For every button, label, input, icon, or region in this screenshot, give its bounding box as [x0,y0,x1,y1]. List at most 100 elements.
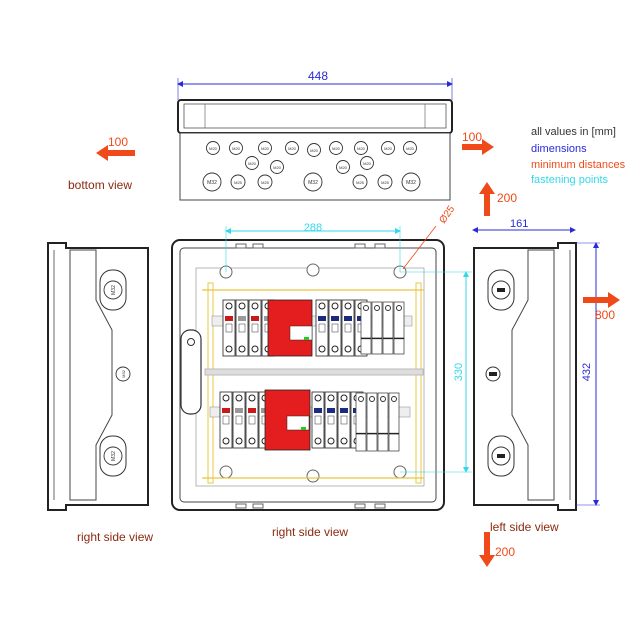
min-distance-top: 200 [479,182,517,216]
circuit-breaker [328,299,342,357]
circuit-breaker [232,391,246,449]
dim-hole-dia: Ø25 [437,204,457,226]
svg-text:M20: M20 [273,165,282,170]
svg-text:M20: M20 [310,148,319,153]
cable-gland: M20 [329,141,343,155]
svg-text:M25: M25 [234,180,243,185]
fastening-point [306,469,320,483]
dim-288: 288 [304,222,322,234]
cable-gland: M32 [103,280,123,300]
legend: all values in [mm] dimensions minimum di… [531,126,626,186]
svg-text:M32: M32 [308,180,318,186]
svg-text:M20: M20 [363,161,372,166]
min-distance-bottom: 200 [479,532,515,567]
svg-text:M20: M20 [339,165,348,170]
cable-gland: M25 [230,174,246,190]
svg-text:M20: M20 [384,146,393,151]
door-handle[interactable] [180,329,202,415]
fastening-point [219,465,233,479]
circuit-breaker [315,299,329,357]
svg-text:M20: M20 [357,146,366,151]
cable-gland: M32 [103,446,123,466]
isolator [371,301,383,355]
svg-text:M25: M25 [381,180,390,185]
cable-gland: M20 [354,141,368,155]
svg-text:M25: M25 [261,180,270,185]
front-view: 288 330 Ø25 [171,204,472,511]
svg-text:M20: M20 [248,161,257,166]
isolator [393,301,405,355]
cable-gland: M20 [270,160,284,174]
cable-gland: M20 [403,141,417,155]
cable-gland: M20 [307,143,321,157]
isolator [366,392,378,452]
dim-432: 432 [581,363,593,381]
label-right-panel: left side view [490,520,559,534]
svg-text:M20: M20 [406,146,415,151]
cable-gland: M32 [202,172,222,192]
svg-text:M32: M32 [111,451,117,461]
circuit-breaker [337,391,351,449]
label-front-panel: right side view [272,525,348,539]
svg-text:M20: M20 [332,146,341,151]
circuit-breaker [222,299,236,357]
dim-161: 161 [510,218,528,230]
isolator [382,301,394,355]
cable-gland: M20 [336,160,350,174]
cable-gland: M32 [303,172,323,192]
svg-text:100: 100 [108,135,128,149]
svg-text:100: 100 [462,130,482,144]
svg-text:M32: M32 [406,180,416,186]
cable-gland: M20 [285,141,299,155]
surge-protector [264,389,311,451]
cable-gland: M20 [245,156,259,170]
min-distance-front: 800 [583,292,620,322]
svg-text:M20: M20 [232,146,241,151]
svg-text:M25: M25 [356,180,365,185]
cable-gland: M32 [401,172,421,192]
isolator [360,301,372,355]
circuit-breaker [248,299,262,357]
legend-min-distances: minimum distances [531,159,626,171]
min-distance-right: 100 [462,130,494,155]
svg-text:200: 200 [495,545,515,559]
circuit-breaker [311,391,325,449]
min-distance-left: 100 [96,135,135,161]
dim-448: 448 [308,69,328,83]
label-bottom-view: bottom view [68,178,132,192]
svg-text:M32: M32 [121,369,126,378]
legend-units: all values in [mm] [531,126,616,138]
circuit-breaker [235,299,249,357]
circuit-breaker [219,391,233,449]
isolator [377,392,389,452]
label-left-panel: right side view [77,530,153,544]
svg-text:M20: M20 [261,146,270,151]
surge-protector [267,299,313,357]
legend-dimensions: dimensions [531,143,587,155]
cable-gland: M25 [377,174,393,190]
cable-gland: M20 [258,141,272,155]
cable-gland: M32 [115,366,131,382]
svg-text:200: 200 [497,191,517,205]
isolator [388,392,400,452]
svg-text:M32: M32 [207,180,217,186]
svg-text:M20: M20 [288,146,297,151]
isolator [355,392,367,452]
circuit-breaker [245,391,259,449]
svg-text:800: 800 [595,308,615,322]
fastening-point [306,263,320,277]
svg-text:M32: M32 [111,285,117,295]
cable-gland: M25 [352,174,368,190]
cable-gland: M20 [229,141,243,155]
cable-gland: M20 [360,156,374,170]
svg-text:M20: M20 [209,146,218,151]
right-side-view: 161 432 [472,218,600,511]
circuit-breaker [341,299,355,357]
cable-gland: M25 [257,174,273,190]
circuit-breaker [324,391,338,449]
legend-fastening: fastening points [531,174,609,186]
cable-gland: M20 [206,141,220,155]
